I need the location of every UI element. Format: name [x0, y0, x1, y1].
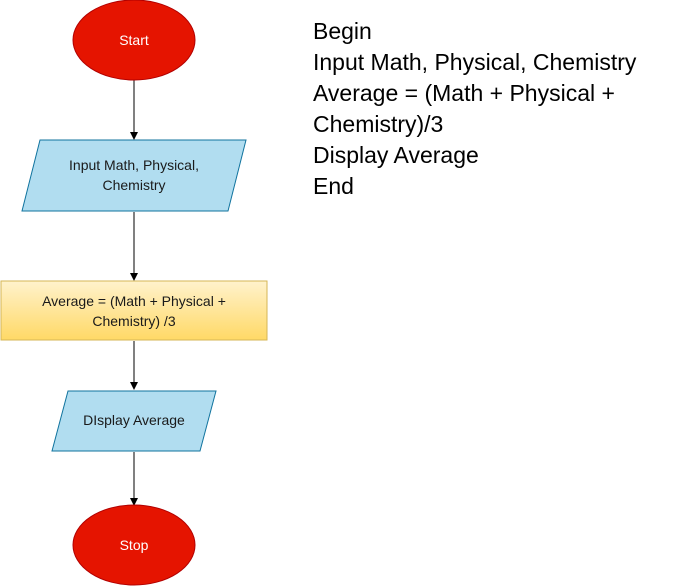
- start-terminal: [72, 0, 196, 81]
- pseudocode-block: Begin Input Math, Physical, Chemistry Av…: [313, 16, 688, 202]
- start-label: Start: [119, 32, 149, 48]
- stop-label: Stop: [119, 537, 149, 553]
- input-label: Input Math, Physical, Chemistry: [69, 157, 199, 193]
- process-box: [0, 280, 268, 341]
- pseudocode-line: End: [313, 173, 354, 199]
- pseudocode-line: Average = (Math + Physical +: [313, 80, 615, 106]
- pseudocode-line: Display Average: [313, 142, 479, 168]
- pseudocode-line: Begin: [313, 18, 372, 44]
- pseudocode-line: Input Math, Physical, Chemistry: [313, 49, 637, 75]
- process-label: Average = (Math + Physical + Chemistry) …: [42, 293, 226, 329]
- output-parallelogram: [51, 390, 217, 452]
- pseudocode-line: Chemistry)/3: [313, 111, 444, 137]
- input-parallelogram: [21, 139, 247, 212]
- stop-terminal: [72, 504, 196, 586]
- output-label: DIsplay Average: [83, 412, 185, 428]
